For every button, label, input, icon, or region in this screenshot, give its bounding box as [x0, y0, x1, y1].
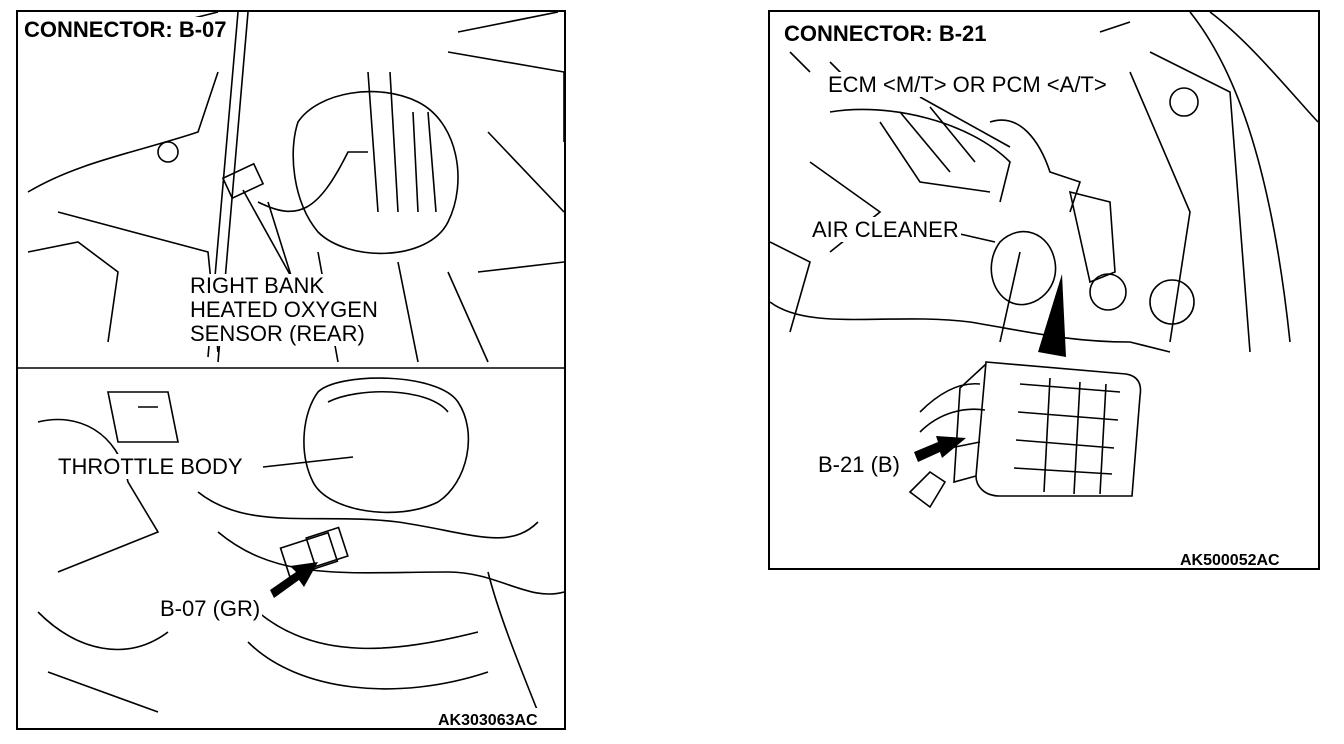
connector-b21-label: B-21 (B)	[816, 452, 902, 477]
oxygen-sensor-label-line-3: SENSOR (REAR)	[190, 321, 365, 346]
connector-b07-label: B-07 (GR)	[158, 596, 263, 621]
oxygen-sensor-label-line-2: HEATED OXYGEN	[190, 297, 378, 322]
oxygen-sensor-label: RIGHT BANK HEATED OXYGEN SENSOR (REAR)	[186, 274, 382, 346]
figure-code-right: AK500052AC	[1178, 548, 1282, 568]
engine-illustration-b07	[18, 12, 564, 713]
connector-b21-panel: CONNECTOR: B-21 ECM <M/T> OR PCM <A/T> A…	[768, 10, 1320, 570]
ecm-pcm-label: ECM <M/T> OR PCM <A/T>	[826, 72, 1109, 97]
connector-b21-title: CONNECTOR: B-21	[782, 21, 989, 46]
throttle-body-label: THROTTLE BODY	[56, 454, 245, 479]
engine-bay-illustration-b21	[770, 12, 1318, 509]
oxygen-sensor-label-line-1: RIGHT BANK	[190, 273, 325, 298]
air-cleaner-label: AIR CLEANER	[810, 217, 961, 242]
connector-b07-panel: CONNECTOR: B-07 RIGHT BANK HEATED OXYGEN…	[16, 10, 566, 730]
black-arrow-icon	[270, 562, 318, 598]
black-arrow-icon	[914, 436, 966, 462]
figure-code-left: AK303063AC	[436, 708, 540, 728]
connector-b07-title: CONNECTOR: B-07	[22, 17, 229, 42]
